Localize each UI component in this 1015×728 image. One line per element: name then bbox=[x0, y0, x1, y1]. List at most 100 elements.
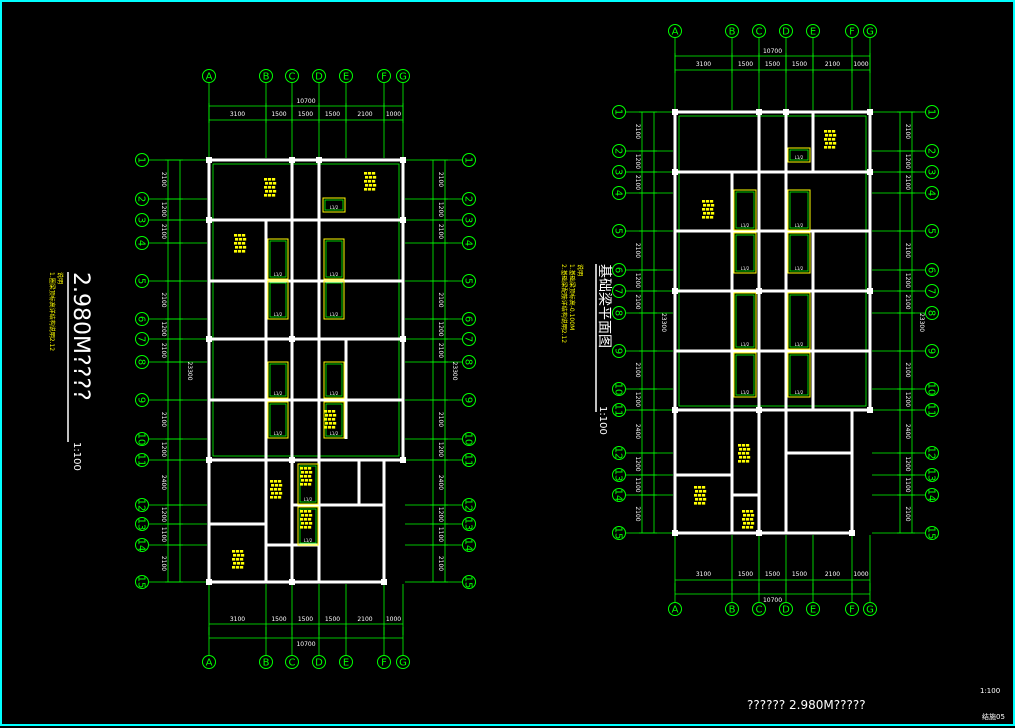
axis-bubble-G bbox=[396, 69, 410, 83]
rebar-mark bbox=[301, 522, 305, 525]
column bbox=[867, 407, 873, 413]
rebar-annotation bbox=[742, 510, 755, 529]
beam-box bbox=[733, 292, 757, 350]
column bbox=[867, 169, 873, 175]
rebar-mark bbox=[278, 480, 282, 483]
rebar-mark bbox=[309, 522, 313, 525]
dim-total: 10700 bbox=[296, 641, 315, 648]
axis-bubble-14 bbox=[925, 488, 939, 502]
axis-label-8: 8 bbox=[463, 359, 474, 365]
beam-tag: L1/2 bbox=[795, 390, 804, 395]
rebar-mark bbox=[325, 422, 329, 425]
dim-total: 10700 bbox=[763, 597, 782, 604]
axis-label-6: 6 bbox=[136, 316, 147, 322]
rebar-mark bbox=[829, 134, 833, 137]
rebar-mark bbox=[278, 496, 282, 499]
rebar-mark bbox=[698, 486, 702, 489]
axis-bubble-7 bbox=[462, 332, 476, 346]
axis-bubble-E bbox=[806, 24, 820, 38]
rebar-mark bbox=[369, 184, 373, 187]
axis-label-13: 13 bbox=[926, 469, 937, 482]
rebar-mark bbox=[373, 176, 377, 179]
axis-bubble-8 bbox=[462, 355, 476, 369]
dim-value: 1200 bbox=[160, 202, 167, 217]
beam-tag: L1/2 bbox=[330, 391, 339, 396]
dim-value: 1100 bbox=[904, 477, 911, 492]
rebar-mark bbox=[275, 484, 279, 487]
axis-bubble-A bbox=[668, 24, 682, 38]
column bbox=[289, 336, 295, 342]
axis-label-14: 14 bbox=[926, 489, 937, 502]
axis-label-12: 12 bbox=[136, 499, 147, 512]
beam-box bbox=[733, 189, 757, 231]
rebar-mark bbox=[273, 190, 277, 193]
column bbox=[672, 109, 678, 115]
beam-box bbox=[787, 292, 811, 350]
axis-bubble-3 bbox=[925, 165, 939, 179]
beam-tag: L1/2 bbox=[274, 431, 283, 436]
column bbox=[206, 579, 212, 585]
axis-label-10: 10 bbox=[136, 433, 147, 446]
rebar-mark bbox=[711, 204, 715, 207]
axis-bubble-15 bbox=[462, 575, 476, 589]
dim-value: 1500 bbox=[271, 616, 286, 623]
rebar-mark bbox=[278, 488, 282, 491]
rebar-annotation bbox=[824, 130, 837, 149]
beam-box bbox=[787, 147, 811, 163]
dim-value: 1100 bbox=[634, 477, 641, 492]
axis-bubble-11 bbox=[462, 453, 476, 467]
rebar-mark bbox=[270, 480, 274, 483]
rebar-mark bbox=[271, 484, 275, 487]
rebar-mark bbox=[702, 494, 706, 497]
beam-tag: L1/2 bbox=[330, 272, 339, 277]
beam-box-inner bbox=[269, 363, 287, 397]
beam-box bbox=[323, 238, 345, 280]
axis-label-9: 9 bbox=[613, 348, 624, 354]
rebar-mark bbox=[695, 498, 699, 501]
axis-label-6: 6 bbox=[463, 316, 474, 322]
rebar-mark bbox=[235, 238, 239, 241]
dim-value: 2100 bbox=[437, 412, 444, 427]
axis-bubble-D bbox=[779, 602, 793, 616]
rebar-mark bbox=[309, 514, 313, 517]
rebar-mark bbox=[301, 479, 305, 482]
axis-label-7: 7 bbox=[613, 288, 624, 294]
rebar-mark bbox=[746, 460, 750, 463]
rebar-mark bbox=[747, 448, 751, 451]
dim-total: 23300 bbox=[451, 361, 458, 380]
rebar-mark bbox=[698, 502, 702, 505]
beam-box-inner bbox=[789, 191, 809, 229]
left-note-heading: 说明 bbox=[56, 272, 64, 284]
dim-value: 1000 bbox=[853, 61, 868, 68]
dim-value: 2100 bbox=[634, 506, 641, 521]
rebar-mark bbox=[742, 444, 746, 447]
axis-bubble-5 bbox=[135, 274, 149, 288]
rebar-mark bbox=[739, 448, 743, 451]
rebar-mark bbox=[364, 172, 368, 175]
axis-label-2: 2 bbox=[463, 196, 474, 202]
dim-value: 2100 bbox=[357, 616, 372, 623]
axis-bubble-E bbox=[339, 69, 353, 83]
axis-label-B: B bbox=[263, 72, 270, 83]
axis-label-4: 4 bbox=[613, 190, 624, 196]
rebar-mark bbox=[750, 510, 754, 513]
axis-bubble-2 bbox=[135, 192, 149, 206]
axis-bubble-F bbox=[377, 69, 391, 83]
axis-bubble-G bbox=[396, 655, 410, 669]
axis-bubble-15 bbox=[925, 526, 939, 540]
dim-value: 1500 bbox=[738, 571, 753, 578]
beam-box-inner bbox=[789, 149, 809, 161]
beam-box bbox=[267, 238, 289, 280]
rebar-mark bbox=[832, 130, 836, 133]
axis-label-12: 12 bbox=[926, 447, 937, 460]
dim-value: 1500 bbox=[738, 61, 753, 68]
rebar-mark bbox=[240, 566, 244, 569]
rebar-mark bbox=[240, 550, 244, 553]
dim-value: 3100 bbox=[696, 571, 711, 578]
axis-bubble-B bbox=[725, 602, 739, 616]
rebar-mark bbox=[308, 518, 312, 521]
rebar-mark bbox=[365, 176, 369, 179]
rebar-mark bbox=[265, 182, 269, 185]
rebar-mark bbox=[711, 212, 715, 215]
axis-label-A: A bbox=[206, 658, 213, 669]
